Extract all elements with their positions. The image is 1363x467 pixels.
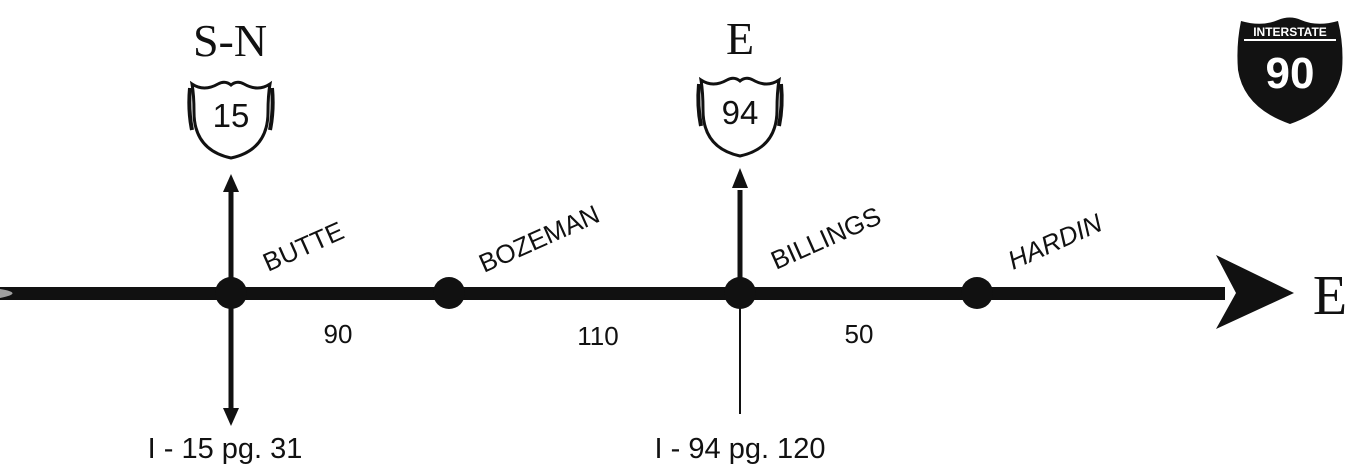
city-label-hardin: HARDIN [1003,207,1106,275]
city-dot-bozeman [433,277,465,309]
distance-billings-hardin: 50 [845,319,874,349]
i15-shield-icon [187,80,275,160]
interstate-90-number: 90 [1266,49,1315,98]
i15-direction-label: S-N [193,15,267,66]
i94-page-reference: I - 94 pg. 120 [655,433,826,465]
city-dot-hardin [961,277,993,309]
city-label-billings: BILLINGS [766,200,885,275]
interstate-90-shield-icon [1237,17,1343,124]
main-route-arrowhead [1216,255,1294,329]
city-label-bozeman: BOZEMAN [474,199,604,279]
main-route-line [0,287,1225,300]
city-dot-billings [724,277,756,309]
interstate-banner-text: INTERSTATE [1253,25,1327,39]
main-direction-label: E [1313,265,1347,327]
distance-bozeman-billings: 110 [577,321,618,351]
i94-direction-label: E [726,13,754,64]
city-dot-butte [215,277,247,309]
i15-shield-number: 15 [213,97,250,134]
i94-junction-line [732,168,748,414]
distance-butte-bozeman: 90 [324,319,353,349]
i94-shield-number: 94 [722,94,759,131]
city-label-butte: BUTTE [258,215,348,277]
i94-shield-icon [696,76,784,158]
i15-page-reference: I - 15 pg. 31 [148,433,303,465]
